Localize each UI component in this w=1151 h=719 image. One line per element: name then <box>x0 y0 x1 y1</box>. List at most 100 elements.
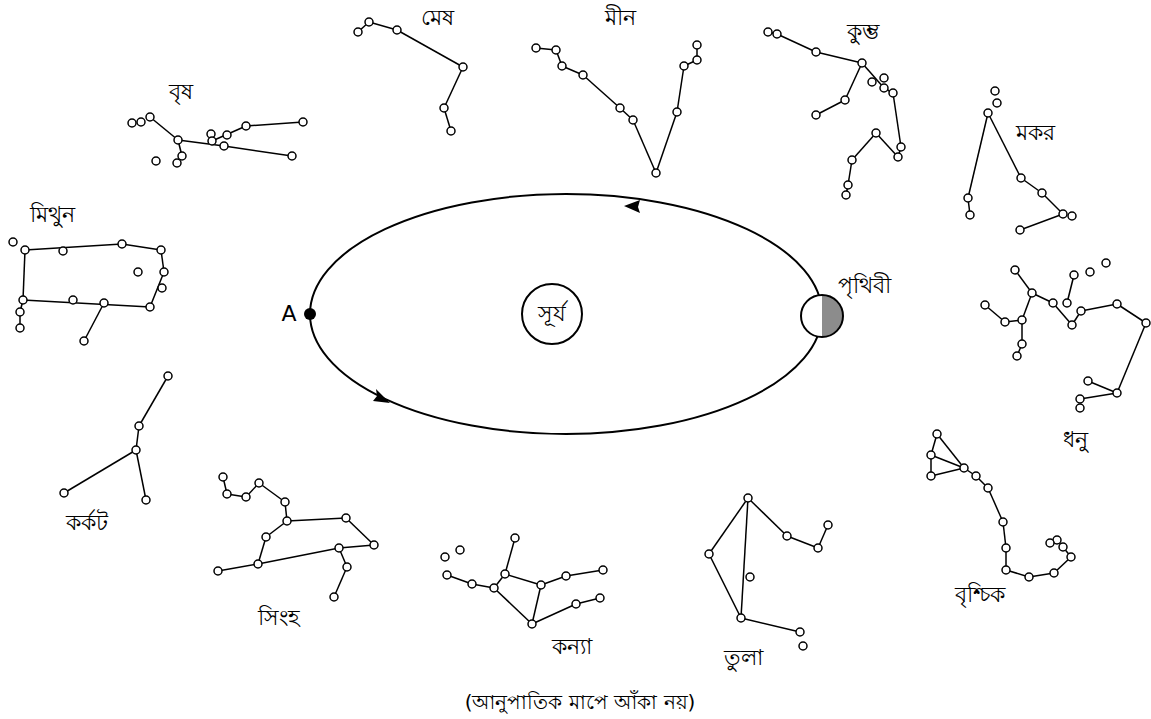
constellation-figure <box>532 41 701 177</box>
constellation-line <box>893 93 901 147</box>
star-dot <box>335 544 343 552</box>
star-dot <box>146 303 154 311</box>
star-dot <box>1038 189 1046 197</box>
star-dot <box>142 496 150 504</box>
star-dot <box>1102 259 1110 267</box>
star-dot <box>157 246 165 254</box>
star-dot <box>128 119 136 127</box>
star-dot <box>1068 212 1076 220</box>
star-dot <box>1018 340 1026 348</box>
star-dot <box>1070 271 1078 279</box>
constellation-line <box>136 450 146 500</box>
star-dot <box>262 533 270 541</box>
star-dot <box>1077 307 1085 315</box>
star-dot <box>897 143 905 151</box>
star-dot <box>299 118 307 126</box>
constellation-line <box>566 570 603 576</box>
constellation-line <box>444 67 463 108</box>
star-dot <box>981 301 989 309</box>
star-dot <box>80 337 88 345</box>
constellation-line <box>84 303 104 341</box>
star-dot <box>966 211 974 219</box>
sun-circle: সূর্য <box>521 283 583 345</box>
constellation-line <box>346 518 374 545</box>
star-dot <box>370 541 378 549</box>
star-dot <box>255 479 263 487</box>
star-dot <box>16 324 24 332</box>
star-dot <box>223 131 231 139</box>
star-dot <box>1068 321 1076 329</box>
star-dot <box>283 517 291 525</box>
orbit-arrowhead <box>373 389 390 403</box>
orbit-ellipse <box>310 194 822 434</box>
star-dot <box>440 104 448 112</box>
star-dot <box>459 63 467 71</box>
star-dot <box>174 136 182 144</box>
star-dot <box>354 28 362 36</box>
star-dot <box>783 532 791 540</box>
constellation-line <box>787 536 818 548</box>
star-dot <box>537 581 545 589</box>
star-dot <box>173 159 181 167</box>
star-dot <box>842 191 850 199</box>
star-dot <box>447 127 455 135</box>
constellation-name: মীন <box>603 6 638 30</box>
constellation-line <box>656 112 677 173</box>
star-dot <box>894 153 902 161</box>
constellation-line <box>224 146 292 156</box>
constellation-line <box>988 488 1003 522</box>
star-dot <box>991 87 999 95</box>
constellation-line <box>741 498 748 618</box>
constellation-name: মেষ <box>419 6 456 30</box>
star-dot <box>1067 553 1075 561</box>
constellation-line <box>816 100 845 115</box>
star-dot <box>443 571 451 579</box>
constellation-line <box>777 34 816 52</box>
star-dot <box>693 41 701 49</box>
star-dot <box>1113 389 1121 397</box>
constellation-line <box>677 66 684 112</box>
constellation-line <box>139 376 168 426</box>
star-dot <box>746 573 754 581</box>
constellation-line <box>709 498 748 554</box>
constellation-line <box>212 126 246 141</box>
star-dot <box>562 572 570 580</box>
star-dot <box>848 156 856 164</box>
star-dot <box>868 78 876 86</box>
star-dot <box>737 614 745 622</box>
constellation-line <box>532 604 576 624</box>
star-dot <box>872 129 880 137</box>
star-dot <box>60 489 68 497</box>
constellation-line <box>287 518 346 521</box>
star-dot <box>841 96 849 104</box>
star-dot <box>220 142 228 150</box>
star-dot <box>59 247 67 255</box>
star-dot <box>1050 569 1058 577</box>
star-dot <box>927 451 935 459</box>
star-dot <box>19 296 27 304</box>
constellation-line <box>494 588 532 624</box>
star-dot <box>1049 299 1057 307</box>
constellation-name: তুলা <box>722 646 765 670</box>
constellation-line <box>122 244 161 250</box>
constellation-name: সিংহ <box>256 606 302 630</box>
star-dot <box>288 152 296 160</box>
star-dot <box>254 560 262 568</box>
constellation-name: কর্কট <box>64 511 110 535</box>
point-label: A <box>279 302 298 326</box>
star-dot <box>1001 318 1009 326</box>
star-dot <box>1046 539 1054 547</box>
star-dot <box>572 600 580 608</box>
star-dot <box>160 268 168 276</box>
star-dot <box>208 137 216 145</box>
star-dot <box>528 620 536 628</box>
star-dot <box>1086 268 1094 276</box>
star-dot <box>393 26 401 34</box>
constellation-line <box>505 538 515 574</box>
constellation-line <box>64 450 136 493</box>
earth-circle: পৃথিবী <box>800 294 844 338</box>
star-dot <box>993 99 1001 107</box>
star-dot <box>1028 289 1036 297</box>
constellation-line <box>23 250 25 300</box>
star-dot <box>880 84 888 92</box>
